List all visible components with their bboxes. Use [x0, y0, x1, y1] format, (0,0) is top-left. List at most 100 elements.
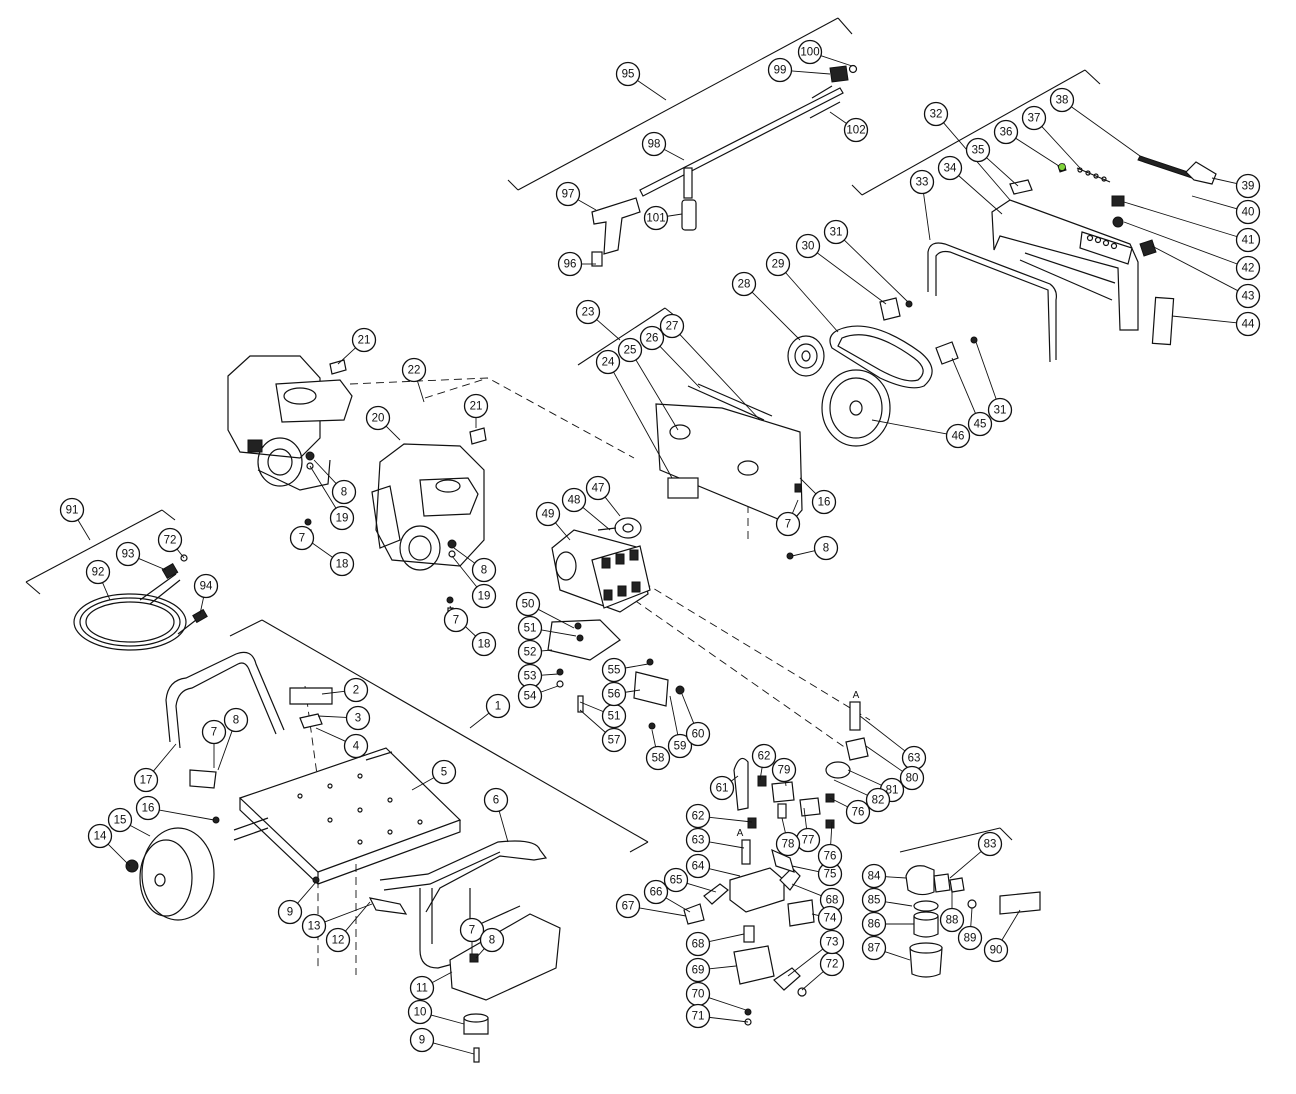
connection-markers: A A [737, 690, 860, 839]
callout-circle [819, 929, 845, 955]
callout-number: 7 [785, 519, 791, 531]
callout-85: 85 [861, 887, 887, 913]
callout-number: 99 [774, 65, 787, 77]
leader-line [577, 199, 597, 211]
callout-76: 76 [817, 843, 843, 869]
plumbing-unloader [683, 701, 869, 1026]
group-brackets [25, 17, 1101, 853]
callout-number: 92 [92, 567, 105, 579]
leader-line [541, 673, 559, 676]
callout-18: 18 [471, 631, 497, 657]
callout-77: 77 [795, 827, 821, 853]
callout-93: 93 [115, 541, 141, 567]
callout-number: 34 [944, 163, 957, 175]
callout-55: 55 [601, 657, 627, 683]
leader-line [1015, 137, 1063, 169]
callout-circle [601, 657, 627, 683]
callout-number: 7 [453, 615, 459, 627]
callout-circle [325, 927, 351, 953]
callout-number: 59 [674, 741, 687, 753]
callout-circle [643, 879, 669, 905]
callout-circle [795, 233, 821, 259]
callout-circle [1235, 227, 1261, 253]
callout-53: 53 [517, 663, 543, 689]
callout-9: 9 [277, 899, 303, 925]
leader-line [1123, 221, 1238, 265]
callout-number: 75 [824, 869, 837, 881]
leader-line [829, 111, 847, 124]
callout-number: 85 [868, 895, 881, 907]
callout-circle [157, 527, 183, 553]
callout-circle [957, 925, 983, 951]
callout-number: 36 [1000, 127, 1013, 139]
leader-line [829, 797, 848, 808]
callout-28: 28 [731, 271, 757, 297]
callout-number: 86 [868, 919, 881, 931]
callout-90: 90 [983, 937, 1009, 963]
leader-line [811, 913, 819, 916]
callout-circle [485, 693, 511, 719]
leader-line [309, 465, 337, 509]
callout-number: 61 [716, 783, 729, 795]
callout-circle [993, 119, 1019, 145]
leader-line [784, 781, 787, 787]
callout-circle [431, 759, 457, 785]
callout-45: 45 [967, 411, 993, 437]
callout-circle [865, 787, 891, 813]
leader-line [345, 901, 371, 932]
callout-number: 68 [826, 895, 839, 907]
callout-circle [945, 423, 971, 449]
leader-line [432, 1042, 475, 1055]
callout-circle [85, 559, 111, 585]
callout-circle [471, 583, 497, 609]
callout-circle [301, 913, 327, 939]
leader-line [958, 175, 1003, 215]
callout-number: 94 [200, 581, 213, 593]
callout-27: 27 [659, 313, 685, 339]
leader-line [1151, 245, 1239, 292]
callout-circle [517, 615, 543, 641]
callout-number: 16 [818, 497, 831, 509]
callout-circle [845, 799, 871, 825]
callout-number: 28 [738, 279, 751, 291]
leader-line [686, 882, 717, 893]
callout-number: 16 [142, 803, 155, 815]
leader-line [975, 341, 997, 400]
callout-41: 41 [1235, 227, 1261, 253]
leader-line [708, 997, 747, 1011]
callout-4: 4 [343, 733, 369, 759]
callout-circle [1235, 199, 1261, 225]
leader-line [541, 629, 577, 637]
callout-number: 95 [622, 69, 635, 81]
leader-line [659, 345, 701, 389]
callout-99: 99 [767, 57, 793, 83]
callout-number: 58 [652, 753, 665, 765]
callout-number: 49 [542, 509, 555, 521]
callout-number: 70 [692, 989, 705, 1001]
callout-94: 94 [193, 573, 219, 599]
callout-1: 1 [485, 693, 511, 719]
callout-number: 54 [524, 691, 537, 703]
callout-circle [843, 117, 869, 143]
leader-line [1171, 315, 1237, 324]
leader-line [579, 709, 606, 733]
leader-line [596, 319, 621, 341]
leader-line [537, 608, 575, 629]
callout-10: 10 [407, 999, 433, 1025]
callout-43: 43 [1235, 283, 1261, 309]
leader-line [791, 883, 822, 897]
callout-circle [1049, 87, 1075, 113]
callout-circle [409, 1027, 435, 1053]
callout-number: 21 [470, 401, 483, 413]
leader-line [1041, 126, 1081, 169]
callout-63: 63 [685, 827, 711, 853]
callout-circle [731, 271, 757, 297]
callout-98: 98 [641, 131, 667, 157]
callout-number: 18 [478, 639, 491, 651]
leader-line [885, 901, 913, 907]
callout-6: 6 [483, 787, 509, 813]
callout-number: 87 [868, 943, 881, 955]
callout-62: 62 [685, 803, 711, 829]
callout-circle [517, 683, 543, 709]
callout-circle [401, 357, 427, 383]
